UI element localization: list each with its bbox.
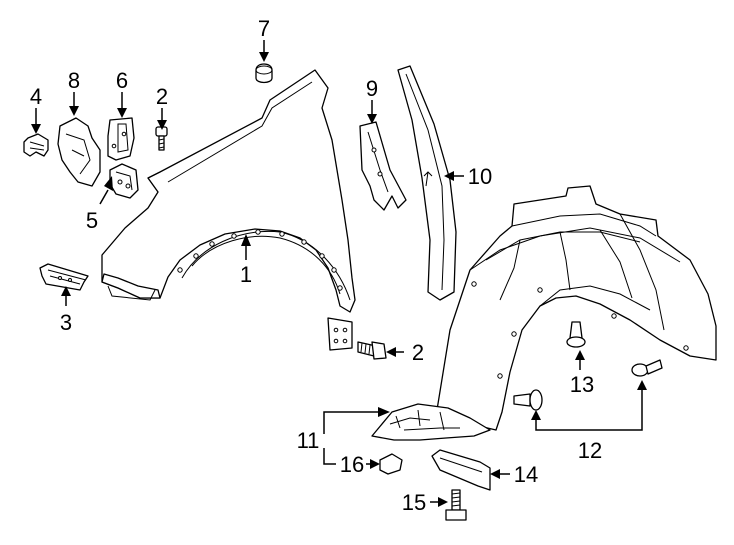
seal-part-8[interactable] — [57, 117, 101, 187]
clip-part-16[interactable] — [379, 453, 403, 475]
wheelhouse-liner[interactable] — [435, 185, 717, 431]
callout-1: 1 — [240, 262, 252, 287]
fender-part-1[interactable] — [101, 69, 356, 351]
callout-10: 10 — [468, 164, 492, 189]
bolt-part-2-upper[interactable] — [155, 126, 168, 151]
callout-9: 9 — [366, 76, 378, 101]
bracket-part-5[interactable] — [109, 163, 139, 199]
push-pin-part-12-left[interactable] — [513, 389, 543, 411]
callout-11: 11 — [297, 428, 320, 453]
bracket-part-3[interactable] — [39, 263, 89, 291]
callout-12: 12 — [578, 438, 602, 463]
callout-3: 3 — [60, 310, 72, 335]
callout-2-upper: 2 — [156, 84, 168, 109]
bolt-part-2-lower[interactable] — [357, 341, 387, 360]
callout-labels: 1 2 2 3 4 5 6 7 8 9 10 11 12 13 14 15 16 — [30, 16, 602, 515]
splash-shield-part-11[interactable] — [371, 403, 491, 441]
bracket-part-9[interactable] — [359, 121, 407, 211]
clip-bracket-part-4[interactable] — [23, 133, 49, 157]
callout-8: 8 — [68, 68, 80, 93]
callout-6: 6 — [116, 68, 128, 93]
callout-14: 14 — [514, 462, 538, 487]
deflector-part-14[interactable] — [431, 449, 491, 491]
seal-strip-part-10[interactable] — [397, 65, 457, 301]
plug-part-7[interactable] — [255, 63, 273, 84]
bracket-part-6[interactable] — [107, 117, 135, 161]
callout-4: 4 — [30, 84, 42, 109]
callout-5: 5 — [86, 208, 98, 233]
callout-2-lower: 2 — [412, 340, 424, 365]
callout-13: 13 — [570, 372, 594, 397]
push-pin-part-13[interactable] — [566, 321, 586, 348]
callout-16: 16 — [340, 452, 364, 477]
bolt-part-15[interactable] — [445, 489, 467, 521]
push-pin-part-12-right[interactable] — [631, 359, 663, 377]
leader-lines — [31, 40, 647, 507]
callout-7: 7 — [258, 16, 270, 41]
callout-15: 15 — [402, 490, 426, 515]
